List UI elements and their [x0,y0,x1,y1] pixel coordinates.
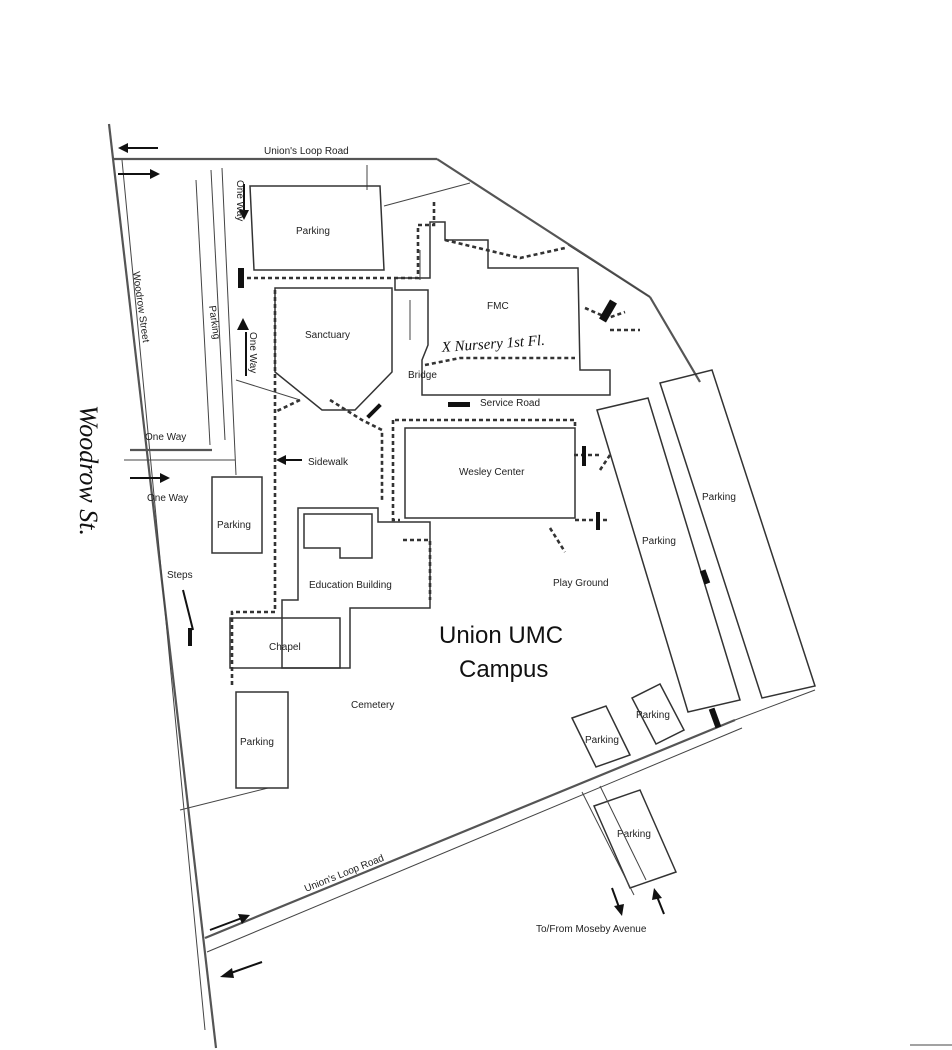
traffic-arrows [118,143,665,978]
parking-lot-north: Parking [249,185,385,271]
chapel-label: Chapel [269,642,301,653]
parking-lot-west: Parking [211,476,263,554]
woodrow-street-edge [107,123,218,1049]
parking-label: Parking [617,829,651,840]
parking-lot-south-3: Parking [581,785,678,896]
parking-lot-east-1: Parking [596,397,741,713]
parking-label: Parking [585,735,619,746]
one-way-label-north: One Way [234,180,245,221]
parking-strip-label: Parking [206,305,222,340]
wesley-center-building: Wesley Center [404,427,576,519]
parking-lot-southwest: Parking [235,691,289,789]
one-way-label-west-1: One Way [145,432,186,443]
gates [188,268,722,729]
parking-label: Parking [636,710,670,721]
loop-road-top [112,157,701,383]
walkways [230,200,640,688]
fmc-building: FMC [394,221,611,396]
cemetery-label: Cemetery [351,700,394,711]
woodrow-handwritten-label: Woodrow St. [74,405,103,536]
parking-label: Parking [702,492,736,503]
wesley-center-label: Wesley Center [459,467,525,478]
parking-label: Parking [642,536,676,547]
loop-road-top-label: Union's Loop Road [264,146,349,157]
nursery-note: X Nursery 1st Fl. [440,333,545,356]
chapel-building: Chapel [229,617,341,669]
service-road-label: Service Road [480,398,540,409]
parking-lot-east-2: Parking [659,369,816,699]
education-building: Education Building [281,507,431,669]
one-way-label-west-2: One Way [147,493,188,504]
parking-label: Parking [296,226,330,237]
education-building-label: Education Building [309,580,392,591]
one-way-label-middle: One Way [247,332,258,373]
parking-lot-south-1: Parking [630,682,686,746]
fmc-label: FMC [487,301,509,312]
parking-lot-south-2: Parking [570,705,632,768]
loop-road-bottom-label: Union's Loop Road [303,853,386,895]
parking-lane-west [124,167,237,476]
parking-label: Parking [240,737,274,748]
play-ground-label: Play Ground [553,578,609,589]
sanctuary-label: Sanctuary [305,330,350,341]
to-from-label: To/From Moseby Avenue [536,924,647,935]
loop-road-bottom [179,689,816,953]
parking-label: Parking [217,520,251,531]
campus-title-line1: Union UMC [439,622,563,649]
bridge-label: Bridge [408,370,437,381]
steps-label: Steps [167,570,193,581]
sanctuary-building: Sanctuary [274,287,393,411]
campus-title-line2: Campus [459,656,548,683]
sidewalk-label: Sidewalk [308,457,349,468]
